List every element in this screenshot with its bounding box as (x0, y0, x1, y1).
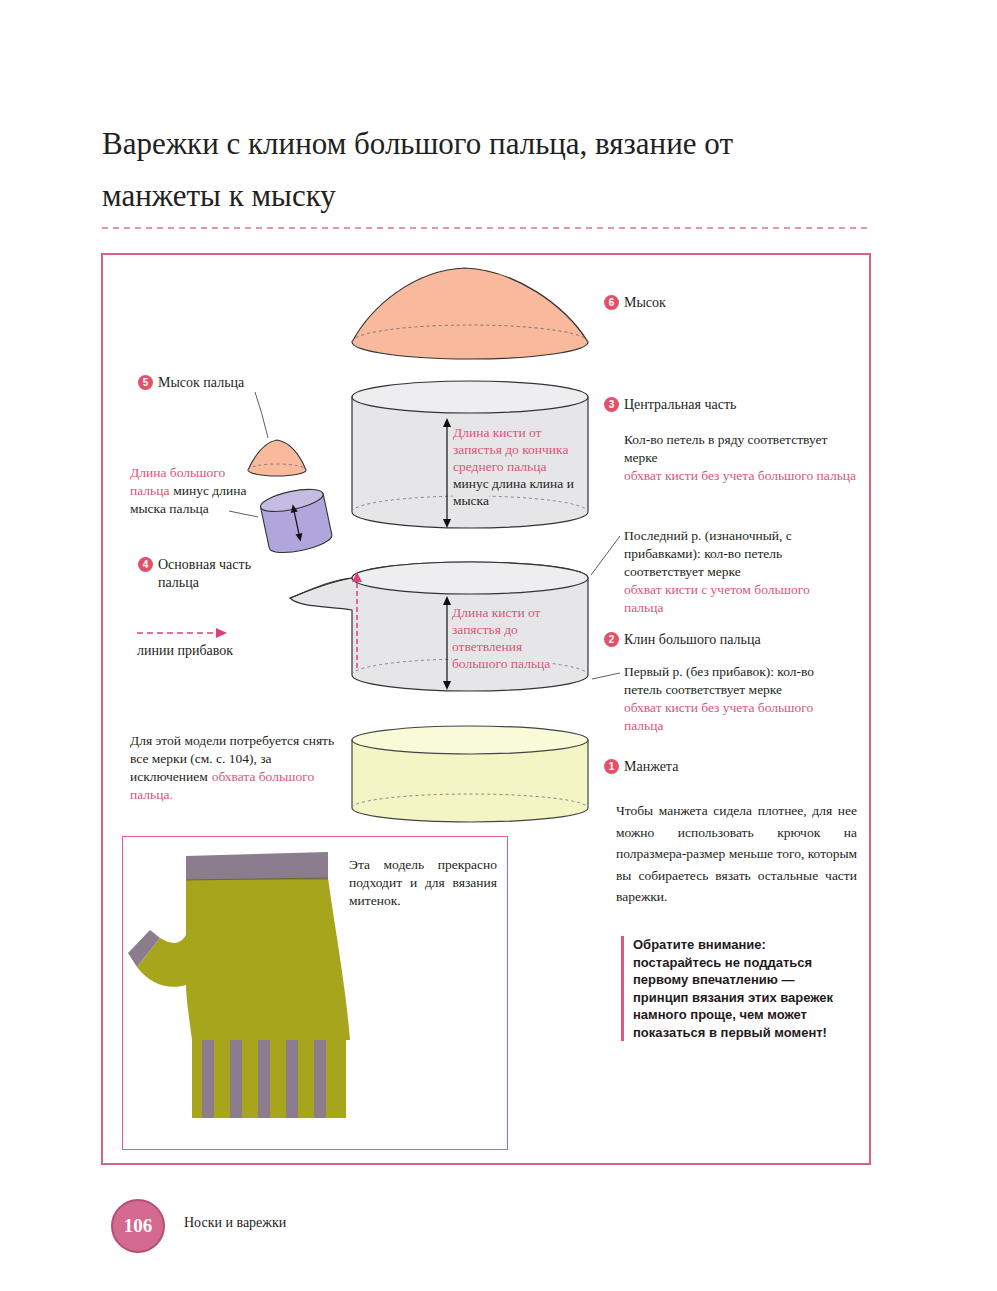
label-group: 4 Основная часть пальца (138, 556, 258, 592)
callout-number: 4 (138, 557, 153, 572)
node-outline (288, 560, 592, 694)
callout-number: 1 (604, 759, 619, 774)
label-group: 5 Мысок пальца (138, 374, 244, 392)
drawing-shape (289, 504, 298, 513)
drawing-shape (352, 325, 588, 342)
drawing-shape (286, 1040, 298, 1118)
callout-number: 6 (604, 295, 619, 310)
drawing-shape (592, 673, 620, 679)
drawing-shape (137, 878, 350, 1040)
drawing-shape (352, 268, 588, 359)
legend-arrow (137, 628, 227, 638)
drawing-shape (314, 1040, 326, 1118)
drawing-shape (446, 424, 447, 522)
drawing-shape (216, 628, 227, 638)
drawing-shape (290, 562, 588, 691)
page-title: Варежки с клином большого пальца, вязани… (102, 118, 742, 222)
photo-box: Эта модель прекрасно подходит и для вяза… (122, 836, 508, 1150)
gusset-part: Длина кисти от запястья до ответвления б… (288, 560, 592, 694)
callout-number: 5 (138, 375, 153, 390)
drawing-shape (356, 582, 358, 668)
drawing-shape (352, 397, 588, 528)
drawing-shape (229, 511, 258, 517)
callout-number: 2 (604, 632, 619, 647)
drawing-shape (352, 562, 588, 594)
running-footer: Носки и варежки (184, 1215, 286, 1231)
label-group: 1 Манжета (604, 758, 678, 776)
note-text: Кол-во петель в ряду соответствует мерке (624, 431, 856, 467)
part-name: Мысок пальца (158, 374, 244, 392)
cylinder-part: Длина кисти от запястья до кончика средн… (350, 379, 592, 531)
frame (102, 254, 870, 1164)
cuff-cylinder (352, 726, 588, 822)
part-name: Манжета (624, 758, 678, 776)
drawing-shape (352, 572, 362, 582)
drawing-shape (259, 485, 325, 516)
drawing-shape (446, 602, 447, 684)
mitten-photo (128, 852, 350, 1118)
callout-number: 3 (604, 397, 619, 412)
node-text: Длина кисти от запястья до ответвления б… (452, 604, 572, 672)
drawing-shape (443, 519, 451, 528)
note-text: постарайтесь не поддаться первому впечат… (633, 955, 833, 1040)
node-text-block: Длина кисти от запястья до ответвления б… (452, 605, 550, 671)
drawing-shape (186, 852, 328, 880)
node-text: Эта модель прекрасно подходит и для вяза… (349, 856, 497, 910)
label-group: Кол-во петель в ряду соответствует мерке… (624, 431, 856, 485)
drawing-shape (255, 392, 268, 438)
page-number-badge (112, 1200, 164, 1252)
drawing-shape (290, 578, 352, 598)
drawing-shape (248, 464, 306, 470)
part-name: Клин большого пальца (624, 631, 761, 649)
part-name: Мысок (624, 294, 666, 312)
part-name: Основная часть пальца (158, 556, 258, 592)
thumb-tip (248, 440, 306, 476)
note-heading: Обратите внимание: (633, 937, 766, 952)
note-text: Чтобы манжета сидела плотнее, для нее мо… (616, 800, 857, 908)
toe-dome (352, 268, 588, 359)
label-group: Последний р. (изнаночный, с прибавками):… (624, 527, 846, 617)
drawing-shape (295, 533, 304, 542)
label-group: Для этой модели потребуется снять все ме… (130, 732, 340, 804)
part-name: Центральная часть (624, 396, 736, 414)
measure-name: обхват кисти без учета большого пальца (624, 467, 856, 485)
label-group: Длина большого пальцаминус длина мыска п… (130, 464, 270, 518)
note-text: Последний р. (изнаночный, с прибавками):… (624, 527, 846, 581)
drawing-shape (248, 440, 306, 476)
measure-name: обхват кисти с учетом большого пальца (624, 581, 846, 617)
node-text: Длина кисти от запястья до кончика средн… (453, 424, 585, 509)
measure-name: обхват кисти без учета большого пальца (624, 699, 852, 735)
label-group: Первый р. (без прибавок): кол-во петель … (624, 663, 852, 735)
drawing-shape (352, 726, 588, 754)
drawing-shape (137, 632, 217, 634)
label-group: Обратите внимание: постарайтесь не поддат… (621, 936, 851, 1041)
legend-text: линии прибавок (137, 643, 233, 658)
label-group: Чтобы манжета сидела плотнее, для нее мо… (616, 800, 857, 908)
drawing-shape (591, 536, 620, 575)
page-number: 106 (112, 1200, 164, 1252)
drawing-shape (192, 1040, 346, 1118)
node-text-block: Длина кисти от запястья до кончика средн… (453, 425, 568, 474)
drawing-shape (443, 681, 451, 690)
drawing-shape (258, 1040, 270, 1118)
node-text-block: Эта модель прекрасно подходит и для вяза… (349, 857, 497, 908)
drawing-shape (186, 878, 328, 880)
drawing-shape (128, 930, 160, 967)
drawing-shape (230, 1040, 242, 1118)
node-text-block: минус длина клина и мыска (453, 476, 574, 508)
drawing-shape (352, 794, 588, 808)
drawing-shape (352, 381, 588, 413)
drawing-shape (294, 508, 300, 537)
note-text: Первый р. (без прибавок): кол-во петель … (624, 663, 852, 699)
drawing-shape (202, 1040, 214, 1118)
drawing-shape (443, 418, 451, 427)
drawing-shape (443, 596, 451, 605)
label-group: 2 Клин большого пальца (604, 631, 761, 649)
divider-line (102, 227, 870, 229)
label-group: 3 Центральная часть (604, 396, 736, 414)
legend: линии прибавок (137, 642, 233, 660)
thumb-body (259, 485, 334, 557)
label-group: 6 Мысок (604, 294, 666, 312)
